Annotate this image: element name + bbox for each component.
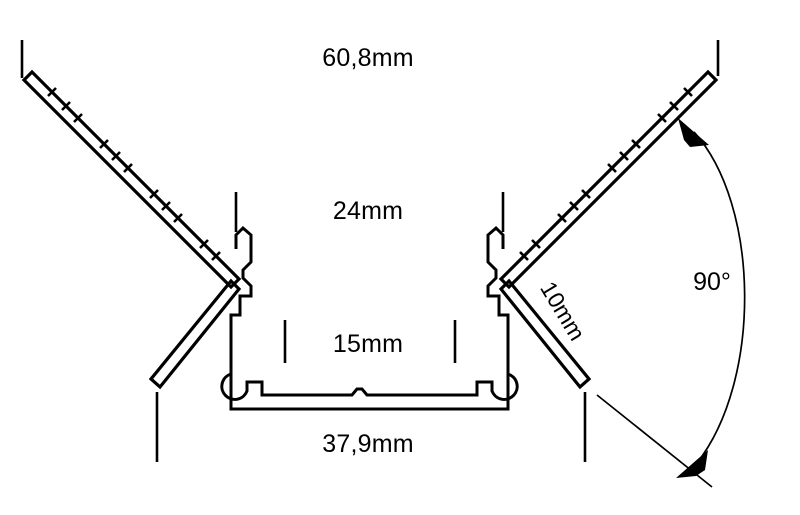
outer-channel-width-ticks — [234, 192, 505, 232]
left-short-wing-outline — [148, 278, 242, 390]
right-short-wing-outline — [498, 278, 592, 390]
inner-channel-width-label: 15mm — [333, 330, 403, 358]
right-wing-break-ticks — [519, 87, 693, 261]
angle-arc — [693, 131, 746, 464]
inner-channel-width-ticks — [283, 320, 457, 363]
overall-width-ticks — [20, 40, 720, 78]
overall-width-label: 60,8mm — [322, 44, 414, 72]
central-channel-body — [220, 225, 519, 411]
diagonal-wing-upper-right — [498, 69, 719, 290]
right-wing-outline — [498, 69, 719, 290]
wing-depth-label: 10mm — [535, 277, 590, 345]
angle-leader-line — [596, 394, 713, 488]
left-wing-break-ticks — [47, 87, 221, 261]
profile-outer-shell — [229, 374, 510, 411]
outer-channel-width-label: 24mm — [333, 197, 403, 225]
base-width-label: 37,9mm — [322, 430, 414, 458]
angle-label: 90° — [693, 268, 731, 296]
angle-arrow-lower — [676, 450, 708, 478]
left-wing-outline — [21, 69, 242, 290]
diagonal-wing-lower-left — [148, 278, 242, 390]
angle-dimension-group — [596, 118, 746, 488]
diagonal-wing-upper-left — [21, 69, 242, 290]
base-width-ticks — [155, 392, 587, 462]
angle-arrow-upper — [678, 118, 709, 147]
profile-body-outline — [220, 225, 519, 401]
diagonal-wing-lower-right — [498, 278, 592, 390]
